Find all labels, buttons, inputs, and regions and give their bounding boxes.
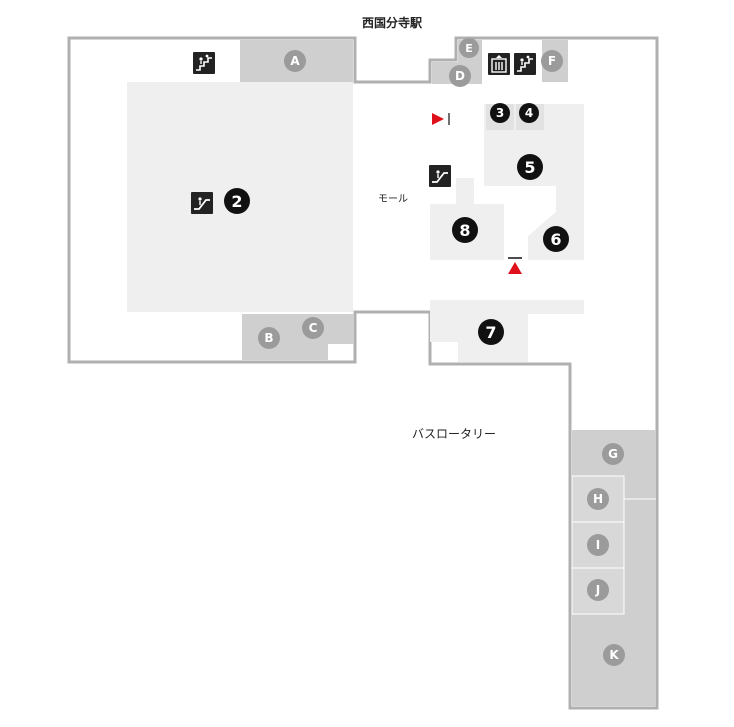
shop-6-marker[interactable]: 6 bbox=[543, 226, 569, 252]
stairs-icon bbox=[514, 53, 536, 75]
entrance-i-marker[interactable]: I bbox=[587, 534, 609, 556]
shop-6-area bbox=[528, 186, 584, 260]
entrance-k-marker[interactable]: K bbox=[603, 644, 625, 666]
shop-7-marker[interactable]: 7 bbox=[478, 319, 504, 345]
shop-5-marker[interactable]: 5 bbox=[517, 154, 543, 180]
entrance-a-marker[interactable]: A bbox=[284, 50, 306, 72]
entrance-c-area-2 bbox=[298, 344, 328, 360]
entrance-f-marker[interactable]: F bbox=[541, 50, 563, 72]
shop-2-marker[interactable]: 2 bbox=[224, 188, 250, 214]
station-label: 西国分寺駅 bbox=[362, 16, 423, 30]
escalator-icon bbox=[429, 165, 451, 187]
entrance-e-marker[interactable]: E bbox=[459, 38, 479, 58]
shop-8-marker[interactable]: 8 bbox=[452, 217, 478, 243]
shop-3-marker[interactable]: 3 bbox=[490, 103, 510, 123]
shop-4-marker[interactable]: 4 bbox=[519, 103, 539, 123]
mall-label: モール bbox=[378, 194, 408, 205]
bus-rotary-label: バスロータリー bbox=[412, 427, 497, 441]
entrance-g-marker[interactable]: G bbox=[602, 443, 624, 465]
direction-arrow-icon bbox=[508, 262, 522, 274]
entrance-j-marker[interactable]: J bbox=[587, 579, 609, 601]
stairs-icon bbox=[193, 52, 215, 74]
entrance-d-marker[interactable]: D bbox=[449, 65, 471, 87]
shop-7-area bbox=[430, 300, 584, 362]
current-location-marker-icon bbox=[432, 113, 444, 125]
entrance-b-marker[interactable]: B bbox=[258, 327, 280, 349]
entrance-c-marker[interactable]: C bbox=[302, 317, 324, 339]
left-building-outline bbox=[67, 36, 659, 710]
escalator-icon bbox=[191, 192, 213, 214]
elevator-icon bbox=[488, 53, 510, 75]
entrance-h-marker[interactable]: H bbox=[587, 488, 609, 510]
